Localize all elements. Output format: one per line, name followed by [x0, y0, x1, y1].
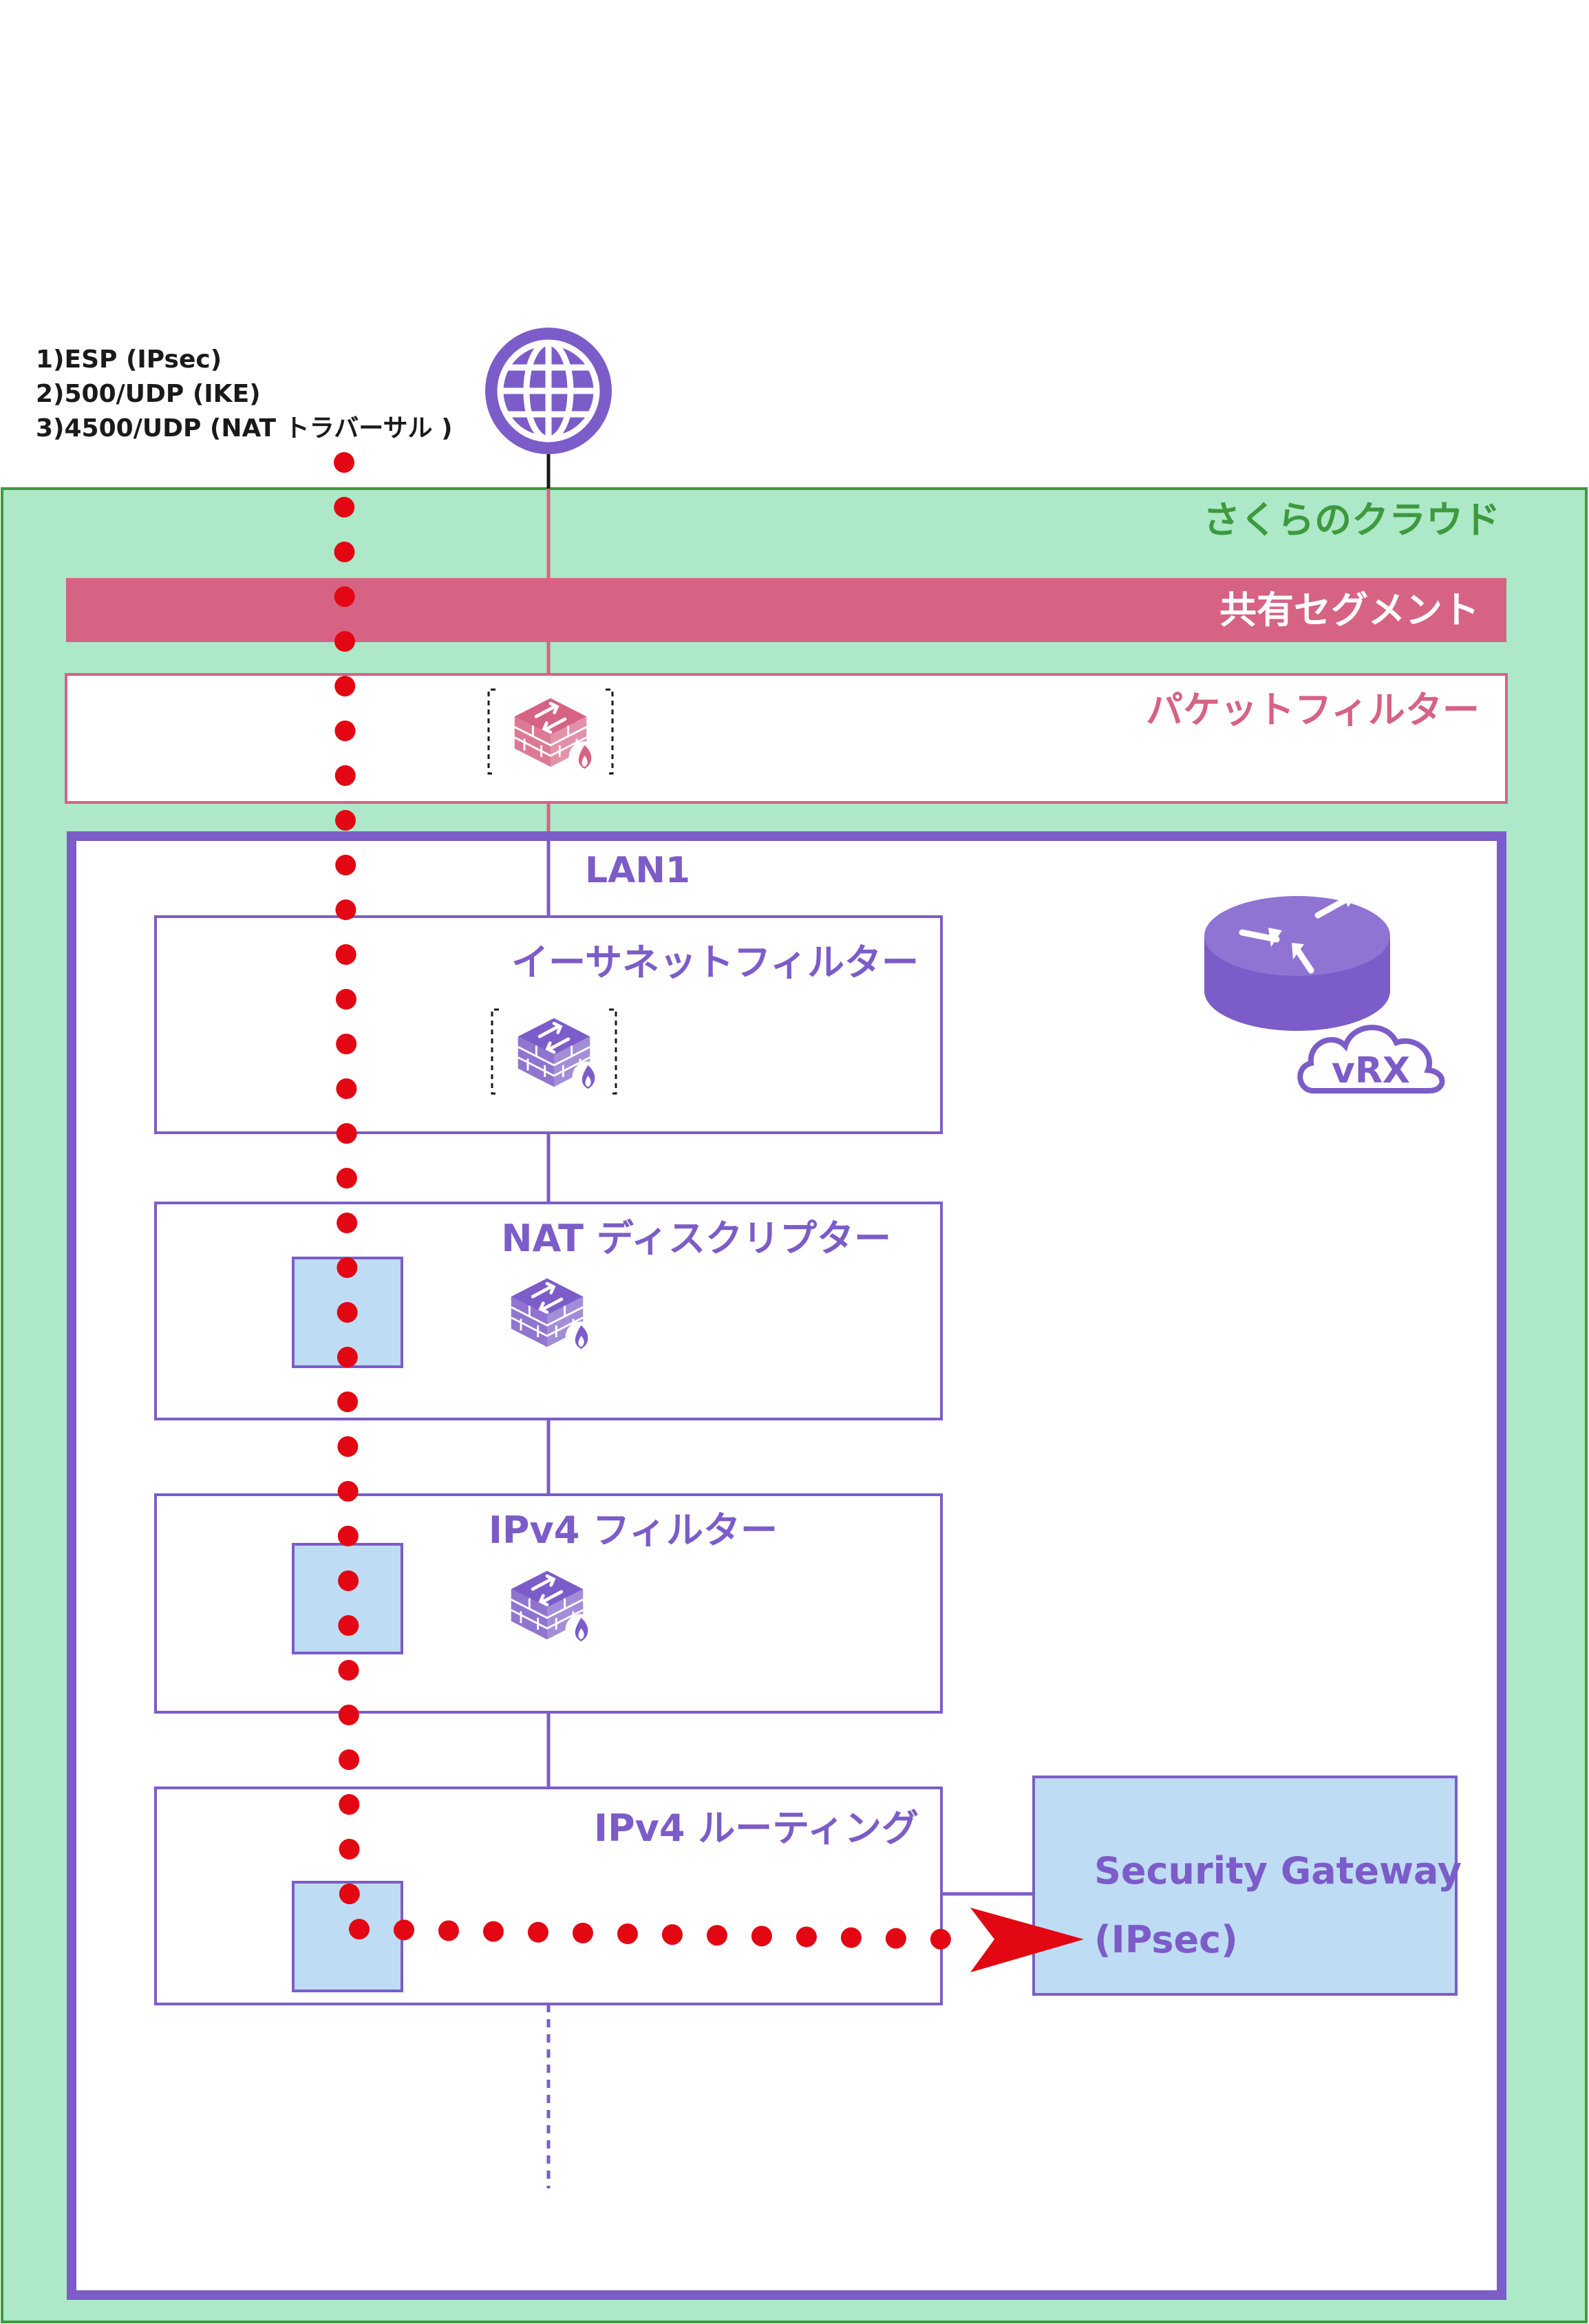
packet-filter-firewall-icon: [487, 688, 614, 775]
ipsec-flow-arrowhead: [970, 1908, 1084, 1972]
security-gateway-title: Security Gateway: [1094, 1849, 1462, 1893]
protocol-item-2: 2)500/UDP (IKE): [36, 380, 261, 408]
ipv4-routing-box: [154, 1787, 943, 2005]
ipv4-filter-label: IPv4 フィルター: [489, 1509, 778, 1552]
globe-icon: [485, 328, 612, 454]
vrx-badge: vRX: [1332, 1050, 1410, 1091]
shared-segment-label: 共有セグメント: [1219, 588, 1480, 632]
security-gateway-box: [1032, 1776, 1458, 1996]
cloud-title: さくらのクラウド: [1203, 498, 1500, 542]
protocol-item-3: 3)4500/UDP (NAT トラバーサル ): [36, 414, 453, 443]
protocol-item-1: 1)ESP (IPsec): [36, 345, 222, 374]
ethernet-filter-firewall-icon: [491, 1008, 617, 1095]
shared-segment-bar: [66, 578, 1506, 642]
ipv4-filter-port: [292, 1543, 403, 1654]
ipv4-routing-label: IPv4 ルーティング: [594, 1806, 919, 1850]
packet-filter-box: [65, 673, 1508, 804]
ipsec-flow-path: [334, 452, 959, 1950]
security-gateway-subtitle: (IPsec): [1094, 1918, 1238, 1961]
lan1-label: LAN1: [585, 850, 690, 891]
ethernet-filter-label: イーサネットフィルター: [511, 941, 919, 984]
packet-filter-label: パケットフィルター: [1146, 688, 1480, 732]
router-icon: [1204, 889, 1390, 1031]
cloud-icon: vRX: [1297, 1025, 1445, 1094]
nat-descriptor-label: NAT ディスクリプター: [501, 1217, 891, 1260]
